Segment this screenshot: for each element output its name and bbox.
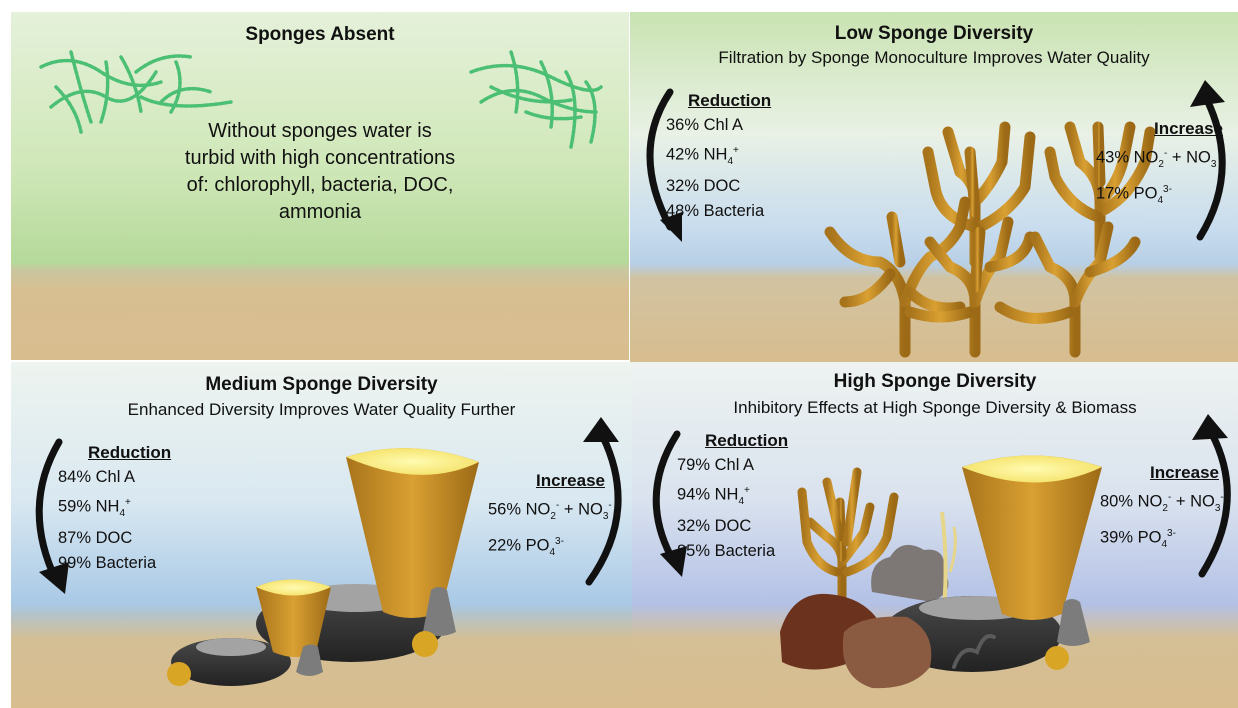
- panel-high-diversity: High Sponge Diversity Inhibitory Effects…: [632, 362, 1238, 708]
- description-line: turbid with high concentrations: [161, 145, 479, 172]
- panel-subtitle: Enhanced Diversity Improves Water Qualit…: [11, 400, 632, 420]
- panel-subtitle: Inhibitory Effects at High Sponge Divers…: [632, 398, 1238, 418]
- phosphate-increase: 39% PO43-: [1100, 521, 1224, 557]
- doc-reduction: 32% DOC: [677, 514, 788, 539]
- panel-title: High Sponge Diversity: [632, 371, 1238, 393]
- increase-heading: Increase: [1100, 460, 1224, 485]
- chl-a-reduction: 36% Chl A: [666, 113, 771, 138]
- bacteria-reduction: 85% Bacteria: [677, 539, 788, 564]
- panel-title: Low Sponge Diversity: [630, 23, 1238, 45]
- phosphate-increase: 17% PO43-: [1096, 177, 1223, 213]
- reduction-list: Reduction 84% Chl A 59% NH4+ 87% DOC 99%…: [58, 440, 171, 576]
- reduction-list: Reduction 79% Chl A 94% NH4+ 32% DOC 85%…: [677, 428, 788, 564]
- ammonium-reduction: 59% NH4+: [58, 490, 171, 526]
- increase-list: Increase 56% NO2- + NO3- 22% PO43-: [488, 468, 612, 565]
- description-line: Without sponges water is: [161, 118, 479, 145]
- reduction-heading: Reduction: [666, 88, 771, 113]
- ammonium-reduction: 42% NH4+: [666, 138, 771, 174]
- panel-sponges-absent: Sponges Absent Without sponges water is …: [11, 12, 629, 360]
- panel-medium-diversity: Medium Sponge Diversity Enhanced Diversi…: [11, 362, 632, 708]
- chl-a-reduction: 84% Chl A: [58, 465, 171, 490]
- description-line: ammonia: [161, 199, 479, 226]
- panel-description: Without sponges water is turbid with hig…: [161, 118, 479, 226]
- bacteria-reduction: 48% Bacteria: [666, 199, 771, 224]
- nitrite-nitrate-increase: 43% NO2- + NO3: [1096, 141, 1223, 177]
- chl-a-reduction: 79% Chl A: [677, 453, 788, 478]
- panel-low-diversity: Low Sponge Diversity Filtration by Spong…: [630, 12, 1238, 362]
- increase-heading: Increase: [1096, 116, 1223, 141]
- reduction-list: Reduction 36% Chl A 42% NH4+ 32% DOC 48%…: [666, 88, 771, 224]
- increase-heading: Increase: [488, 468, 612, 493]
- panel-subtitle: Filtration by Sponge Monoculture Improve…: [630, 48, 1238, 68]
- reduction-heading: Reduction: [677, 428, 788, 453]
- doc-reduction: 32% DOC: [666, 174, 771, 199]
- bacteria-reduction: 99% Bacteria: [58, 551, 171, 576]
- ammonium-reduction: 94% NH4+: [677, 478, 788, 514]
- nitrite-nitrate-increase: 80% NO2- + NO3-: [1100, 485, 1224, 521]
- nitrite-nitrate-increase: 56% NO2- + NO3-: [488, 493, 612, 529]
- doc-reduction: 87% DOC: [58, 526, 171, 551]
- increase-list: Increase 43% NO2- + NO3 17% PO43-: [1096, 116, 1223, 213]
- panel-title: Medium Sponge Diversity: [11, 374, 632, 396]
- reduction-heading: Reduction: [58, 440, 171, 465]
- phosphate-increase: 22% PO43-: [488, 529, 612, 565]
- increase-list: Increase 80% NO2- + NO3- 39% PO43-: [1100, 460, 1224, 557]
- description-line: of: chlorophyll, bacteria, DOC,: [161, 172, 479, 199]
- panel-title: Sponges Absent: [11, 24, 629, 46]
